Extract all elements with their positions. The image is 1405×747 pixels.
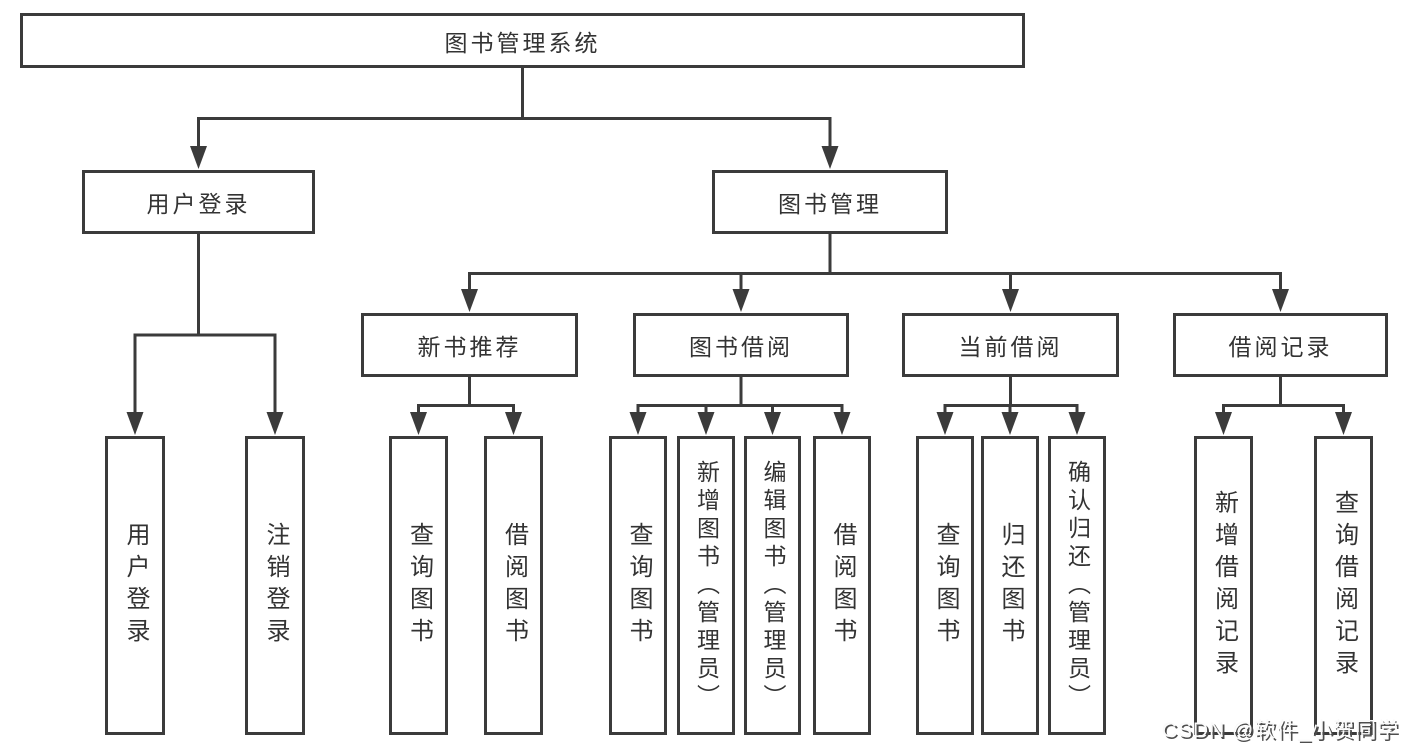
node-label: 查询图书: [932, 521, 959, 650]
node-label: 查询图书: [625, 521, 652, 650]
node-label: 图书管理: [778, 191, 882, 217]
arrowhead: [410, 412, 427, 435]
connector-records-to-children: [1222, 375, 1345, 416]
node-label: 用户登录: [122, 521, 149, 650]
arrowhead: [1335, 412, 1352, 435]
connector-root-to-level2: [197, 66, 832, 150]
node-borrow-records: 借阅记录: [1173, 313, 1388, 377]
node-add-book-admin: 新增图书（管理员）: [677, 436, 735, 735]
node-label: 查询图书: [405, 521, 433, 650]
node-user-login-leaf: 用户登录: [105, 436, 165, 735]
node-label: 借阅图书: [500, 521, 528, 650]
arrowhead: [764, 412, 781, 435]
node-label: 图书借阅: [689, 334, 793, 360]
node-book-management: 图书管理: [712, 170, 948, 234]
node-user-login: 用户登录: [82, 170, 315, 234]
node-book-borrow: 图书借阅: [633, 313, 849, 377]
node-return-books: 归还图书: [981, 436, 1039, 735]
node-label: 新增借阅记录: [1210, 489, 1238, 682]
node-edit-book-admin: 编辑图书（管理员）: [744, 436, 801, 735]
arrowhead: [1215, 412, 1232, 435]
node-label: 用户登录: [146, 191, 251, 217]
node-label: 归还图书: [997, 521, 1024, 650]
arrowhead: [461, 289, 478, 312]
node-query-books-recommend: 查询图书: [389, 436, 448, 735]
node-label: 查询借阅记录: [1330, 489, 1358, 682]
arrowhead: [126, 412, 144, 435]
arrowhead: [697, 412, 715, 435]
arrowhead: [1272, 289, 1289, 312]
csdn-watermark: CSDN @软件_小贺同学: [1161, 719, 1399, 742]
node-logout: 注销登录: [245, 436, 305, 735]
node-label: 编辑图书（管理员）: [760, 459, 786, 712]
node-current-borrow: 当前借阅: [902, 313, 1119, 377]
node-query-books-borrow: 查询图书: [609, 436, 667, 735]
connector-newbook-to-children: [417, 375, 515, 416]
arrowhead: [266, 412, 284, 435]
arrowhead: [190, 146, 207, 169]
node-new-book-recommend: 新书推荐: [361, 313, 578, 377]
arrowhead: [1001, 412, 1019, 435]
arrowhead: [821, 146, 839, 169]
arrowhead: [629, 412, 647, 435]
node-query-borrow-record: 查询借阅记录: [1314, 436, 1373, 735]
arrowhead: [1068, 412, 1086, 435]
node-confirm-return-admin: 确认归还（管理员）: [1048, 436, 1106, 735]
node-label: 借阅图书: [829, 521, 856, 650]
connector-current-to-children: [943, 375, 1079, 416]
node-label: 借阅记录: [1228, 334, 1333, 360]
arrowhead: [732, 289, 750, 312]
node-borrow-books-recommend: 借阅图书: [484, 436, 543, 735]
node-library-system: 图书管理系统: [20, 13, 1025, 68]
connector-bookmgmt-to-level3: [468, 232, 1282, 293]
node-borrow-books-leaf: 借阅图书: [813, 436, 871, 735]
node-label: 新书推荐: [417, 334, 522, 360]
arrowhead: [505, 412, 522, 435]
node-label: 注销登录: [262, 521, 289, 650]
node-label: 新增图书（管理员）: [693, 459, 720, 712]
connector-userlogin-to-children: [133, 232, 277, 416]
node-add-borrow-record: 新增借阅记录: [1194, 436, 1253, 735]
node-label: 当前借阅: [958, 334, 1063, 360]
node-query-books-current: 查询图书: [916, 436, 974, 735]
node-label: 确认归还（管理员）: [1064, 459, 1091, 712]
arrowhead: [1002, 289, 1019, 312]
connector-borrow-to-children: [636, 375, 844, 416]
arrowhead: [936, 412, 954, 435]
node-label: 图书管理系统: [444, 29, 601, 56]
arrowhead: [833, 412, 851, 435]
